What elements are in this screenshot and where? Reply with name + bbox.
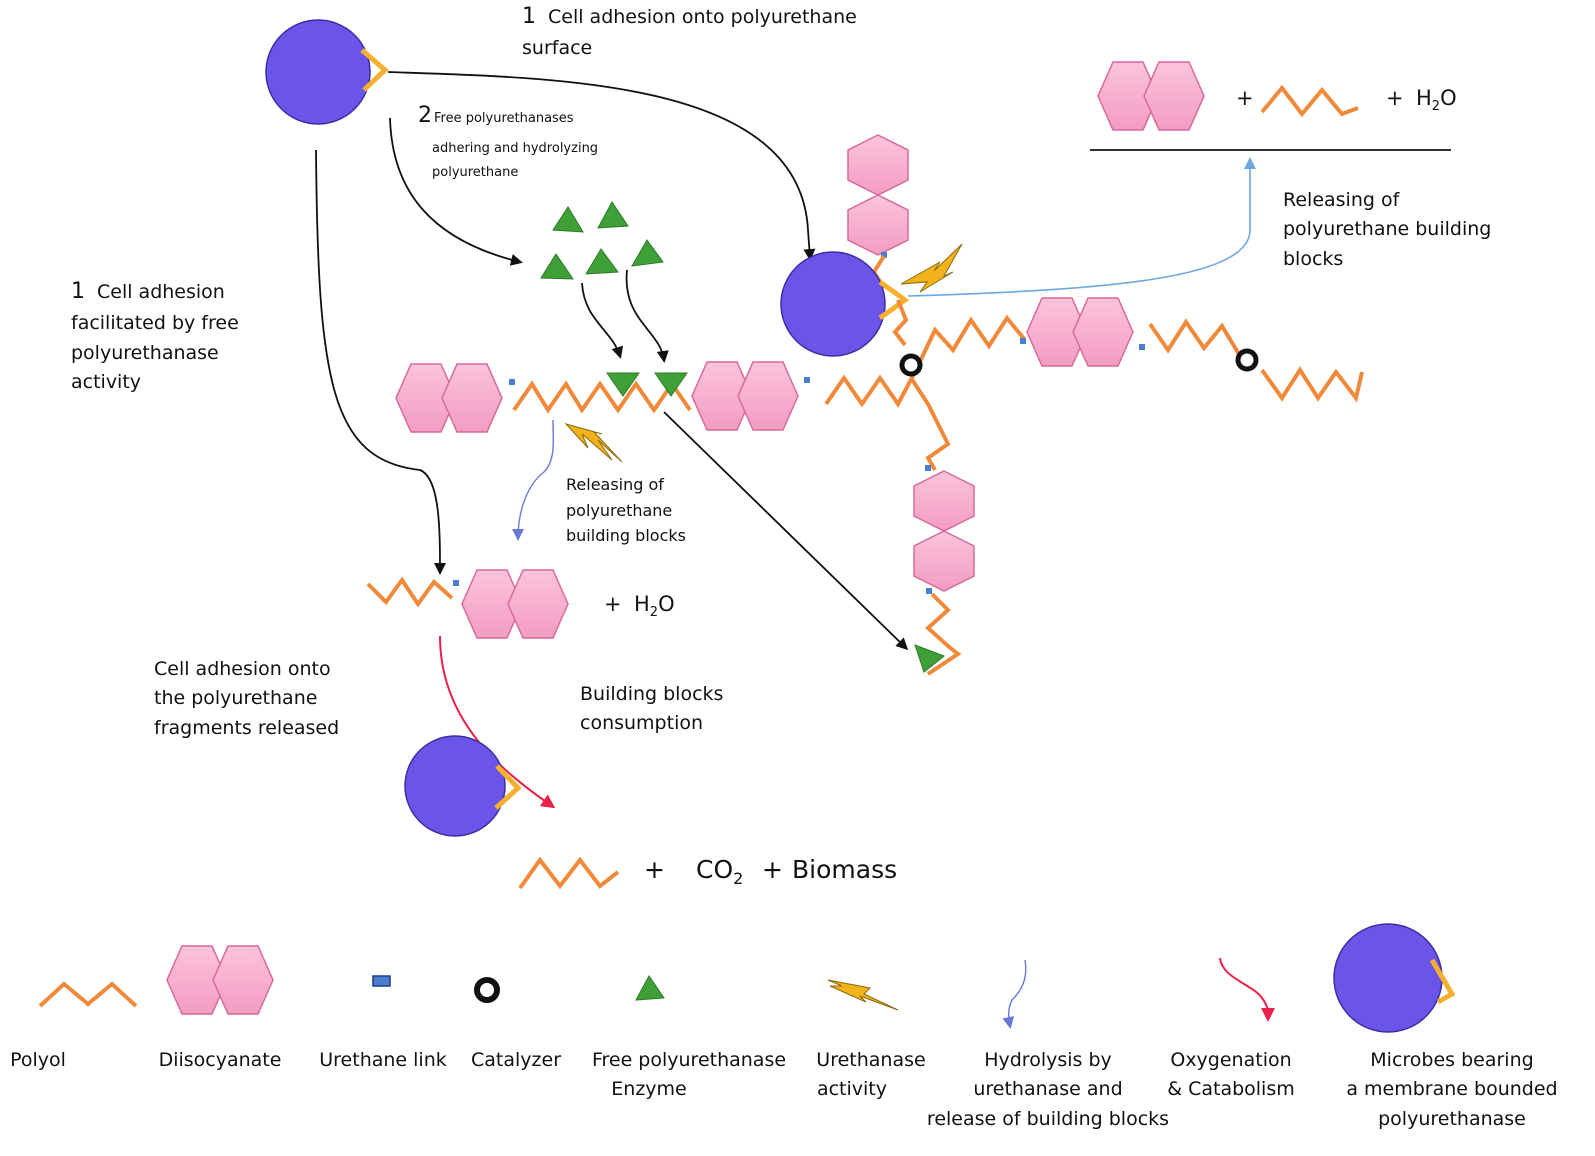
adhesion-fragments-label: Cell adhesion onto the polyurethane frag… <box>154 658 340 739</box>
releasing-mid-label: Releasing of polyurethane building block… <box>566 475 686 546</box>
urethanase-bolt-mid <box>564 423 623 463</box>
arrow-to-fragment <box>315 149 446 575</box>
final-co2: CO2 <box>696 855 744 888</box>
legend-enzyme-icon <box>635 975 665 1001</box>
released-fragment <box>366 569 569 639</box>
top-plus-1: + <box>1236 86 1254 110</box>
arrow-to-free-enzymes <box>389 117 523 266</box>
legend-urethanase-label: Urethanase activity <box>816 1049 926 1101</box>
legend-polyol-label: Polyol <box>10 1049 66 1071</box>
top-water: H2O <box>1416 86 1457 115</box>
mid-plus: + <box>604 592 622 616</box>
arrow-hydrolysis <box>512 419 555 541</box>
legend-urethane-link-icon <box>372 975 391 987</box>
consumption-label: Building blocks consumption <box>580 683 724 735</box>
legend-bolt-icon <box>827 979 899 1011</box>
arrow-release-blue <box>907 157 1256 297</box>
legend-free-enzyme-label: Free polyurethanase Enzyme <box>591 1049 787 1101</box>
mid-water: H2O <box>634 592 675 621</box>
legend-oxygenation-label: Oxygenation & Catabolism <box>1167 1049 1295 1101</box>
final-plus-2: + <box>762 855 783 884</box>
arrow-to-surface-microbe <box>387 71 816 261</box>
microbe-top-left <box>265 19 389 125</box>
arrow-oxygenation-red <box>439 635 556 809</box>
legend-catalyzer-icon <box>474 977 500 1003</box>
releasing-right-label: Releasing of polyurethane building block… <box>1283 189 1492 270</box>
legend-polyol-icon <box>38 981 138 1008</box>
legend-microbe-icon <box>1333 923 1456 1033</box>
free-enzymes-group <box>540 201 664 280</box>
legend-microbes-label: Microbes bearing a membrane bounded poly… <box>1346 1049 1558 1130</box>
legend-diisocyanate-label: Diisocyanate <box>158 1049 282 1071</box>
urethanase-bolt-top <box>900 243 963 293</box>
legend-hydrolysis-label: Hydrolysis by urethanase and release of … <box>926 1049 1170 1130</box>
legend-urethane-link-label: Urethane link <box>319 1049 447 1071</box>
top-plus-2: + <box>1386 86 1404 110</box>
polymer-chain-main <box>395 297 1364 676</box>
final-biomass: Biomass <box>792 855 898 884</box>
microbe-bottom <box>404 735 522 837</box>
legend-red-arrow-icon <box>1219 957 1275 1022</box>
arrow-enzyme-to-chain-1 <box>581 282 624 359</box>
legend-catalyzer-label: Catalyzer <box>471 1049 561 1071</box>
products-top-right <box>1090 61 1451 151</box>
legend-hydrolysis-arrow-icon <box>1002 959 1027 1029</box>
arrow-to-branch-enzyme <box>663 411 909 651</box>
legend-diisocyanate-icon <box>166 945 274 1015</box>
arrow-enzyme-to-chain-2 <box>625 269 669 363</box>
final-polyol <box>518 856 620 890</box>
final-plus-1: + <box>644 855 665 884</box>
surface-attached-microbe <box>780 134 913 357</box>
